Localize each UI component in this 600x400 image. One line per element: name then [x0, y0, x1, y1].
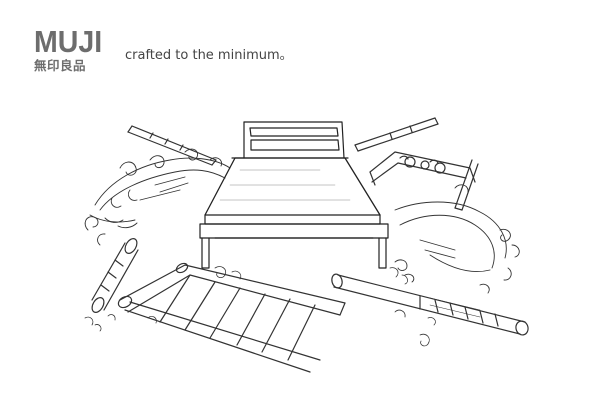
log-left: [91, 238, 139, 313]
bed: [199, 121, 389, 269]
muji-logo: MUJI 無印良品: [34, 24, 106, 74]
shavings-bottom: [84, 266, 436, 347]
ladder: [117, 262, 346, 373]
tagline: crafted to the minimum。: [125, 48, 293, 63]
stick-top-left: [127, 125, 217, 166]
logo-kanji: 無印良品: [34, 58, 87, 73]
shavings-left: [84, 148, 231, 246]
carved-board-right: [369, 151, 479, 211]
stick-top-right: [354, 117, 439, 152]
pole-right: [331, 273, 529, 336]
logo-wordmark: MUJI: [34, 24, 103, 59]
shavings-right: [394, 184, 520, 294]
